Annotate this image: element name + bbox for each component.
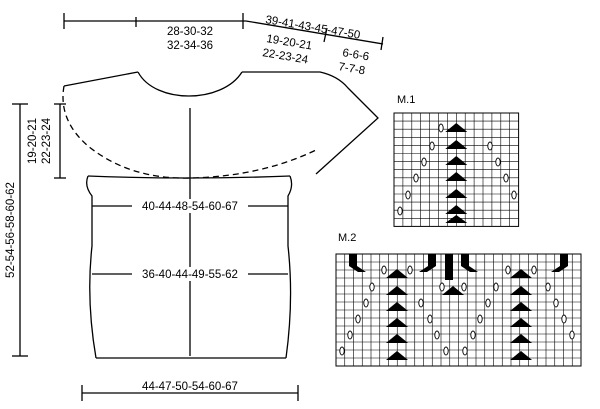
total-length-measure: 52-54-56-58-60-62 bbox=[5, 182, 17, 278]
yarn-over-symbol bbox=[493, 282, 499, 292]
yarn-over-symbol bbox=[487, 141, 493, 151]
cable-block bbox=[349, 266, 366, 272]
chart-m2-title: M.2 bbox=[338, 232, 356, 244]
chest-label-bg bbox=[132, 199, 248, 213]
decrease-symbol bbox=[386, 286, 408, 295]
yarn-over-symbol bbox=[397, 206, 403, 216]
yarn-over-symbol bbox=[427, 314, 433, 324]
yarn-over-symbol bbox=[505, 265, 511, 275]
armhole-measure-1: 19-20-21 bbox=[27, 118, 39, 164]
cable-block bbox=[428, 254, 436, 266]
yarn-over-symbol bbox=[429, 141, 435, 151]
yarn-over-symbol bbox=[477, 314, 483, 324]
decrease-symbol bbox=[386, 302, 408, 311]
yarn-over-symbol bbox=[439, 282, 445, 292]
hem-width-measure: 44-47-50-54-60-67 bbox=[142, 381, 238, 393]
yarn-over-symbol bbox=[381, 265, 387, 275]
yarn-over-symbol bbox=[418, 298, 424, 308]
cable-block bbox=[445, 254, 453, 280]
yarn-over-symbol bbox=[363, 298, 369, 308]
yarn-over-symbol bbox=[485, 298, 491, 308]
decrease-symbol bbox=[445, 140, 468, 149]
decrease-symbol bbox=[386, 318, 408, 327]
decrease-symbol bbox=[386, 351, 408, 360]
yarn-over-symbol bbox=[347, 330, 353, 340]
decrease-symbol bbox=[386, 269, 408, 278]
decrease-symbol bbox=[445, 215, 468, 223]
yarn-over-symbol bbox=[438, 123, 444, 133]
yarn-over-symbol bbox=[421, 157, 427, 167]
decrease-symbol bbox=[510, 318, 532, 327]
yarn-over-symbol bbox=[503, 173, 509, 183]
yarn-over-symbol bbox=[407, 265, 413, 275]
decrease-symbol bbox=[386, 334, 408, 343]
decrease-symbol bbox=[445, 123, 468, 132]
shoulder-measure-1: 28-30-32 bbox=[167, 26, 213, 38]
decrease-symbol bbox=[442, 286, 464, 295]
yarn-over-symbol bbox=[434, 330, 440, 340]
chart-m1-title: M.1 bbox=[397, 94, 415, 106]
waist-width-measure: 36-40-44-49-55-62 bbox=[142, 269, 238, 281]
cable-block bbox=[419, 266, 436, 272]
decrease-symbol bbox=[445, 172, 468, 181]
yarn-over-symbol bbox=[461, 282, 467, 292]
chart-m1 bbox=[393, 112, 520, 227]
decrease-symbol bbox=[510, 269, 532, 278]
yarn-over-symbol bbox=[470, 330, 476, 340]
decrease-symbol bbox=[445, 156, 468, 165]
yarn-over-symbol bbox=[369, 282, 375, 292]
yarn-over-symbol bbox=[561, 314, 567, 324]
yarn-over-symbol bbox=[355, 314, 361, 324]
decrease-symbol bbox=[510, 302, 532, 311]
waist-label-bg bbox=[132, 267, 248, 281]
cable-block bbox=[349, 254, 357, 266]
yarn-over-symbol bbox=[413, 173, 419, 183]
decrease-symbol bbox=[510, 351, 532, 360]
garment-outline bbox=[62, 71, 379, 359]
yarn-over-symbol bbox=[553, 298, 559, 308]
yarn-over-symbol bbox=[545, 282, 551, 292]
decrease-symbol bbox=[445, 189, 468, 198]
yarn-over-symbol bbox=[569, 330, 575, 340]
cable-block bbox=[461, 266, 478, 272]
top-dimension-line bbox=[63, 13, 384, 51]
decrease-symbol bbox=[510, 334, 532, 343]
bottom-dimension-line bbox=[81, 385, 299, 401]
armhole-measure-2: 22-23-24 bbox=[41, 117, 53, 164]
sleeve-end-measure-2: 7-7-8 bbox=[338, 61, 366, 77]
yarn-over-symbol bbox=[443, 346, 449, 356]
yarn-over-symbol bbox=[495, 157, 501, 167]
chest-width-measure: 40-44-48-54-60-67 bbox=[142, 201, 238, 213]
cable-block bbox=[551, 266, 568, 272]
chart-m2 bbox=[335, 253, 582, 367]
sleeve-end-measure-1: 6-6-6 bbox=[342, 47, 370, 63]
decrease-symbol bbox=[510, 286, 532, 295]
yarn-over-symbol bbox=[339, 346, 345, 356]
yarn-over-symbol bbox=[511, 190, 517, 200]
left-dimension-lines bbox=[12, 103, 66, 357]
cable-block bbox=[461, 254, 469, 266]
shoulder-measure-2: 32-34-36 bbox=[167, 40, 213, 52]
yarn-over-symbol bbox=[405, 190, 411, 200]
yarn-over-symbol bbox=[531, 265, 537, 275]
decrease-symbol bbox=[445, 205, 468, 214]
yarn-over-symbol bbox=[462, 346, 468, 356]
cable-block bbox=[560, 254, 568, 266]
